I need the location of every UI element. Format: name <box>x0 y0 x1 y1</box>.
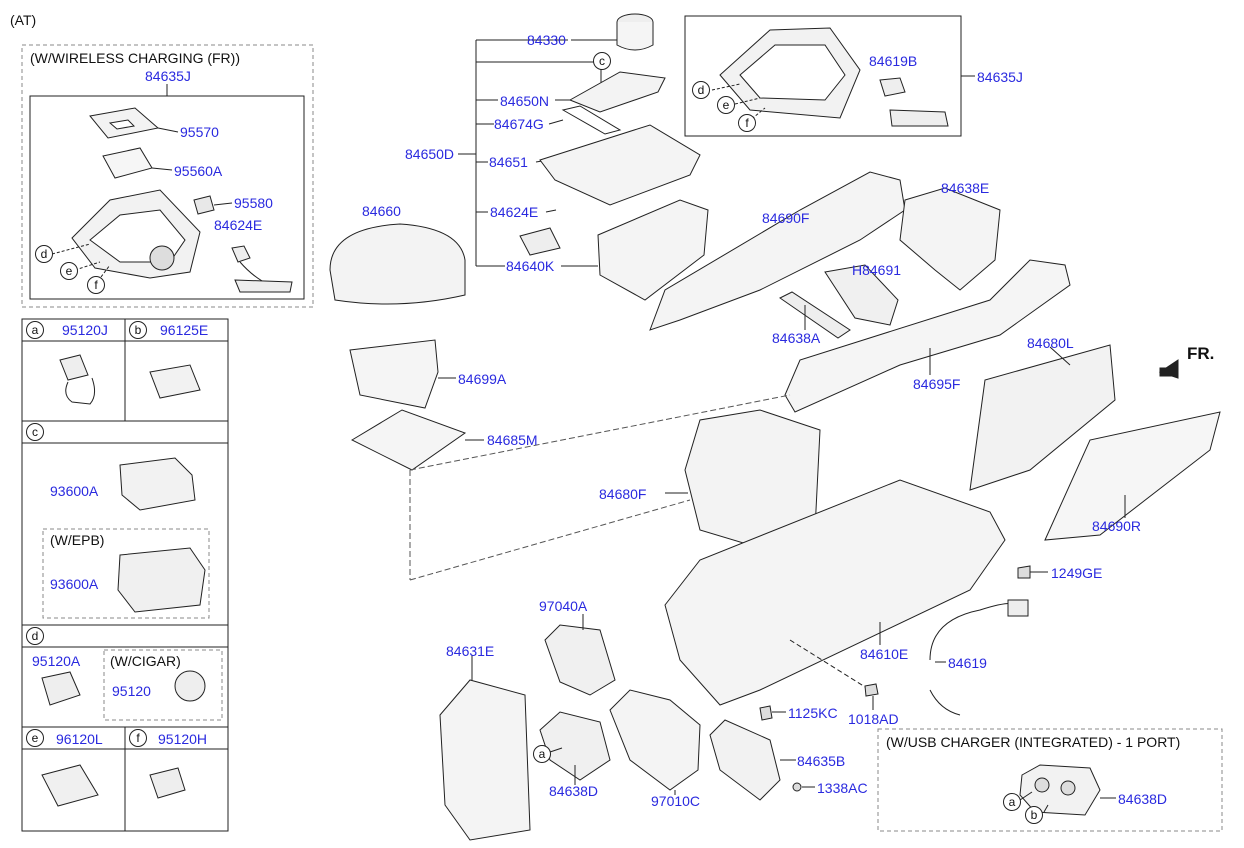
part-84619B[interactable]: 84619B <box>869 53 918 69</box>
part-84330[interactable]: 84330 <box>527 32 566 48</box>
legend-a-letter: a <box>26 321 44 339</box>
part-84690R[interactable]: 84690R <box>1092 518 1142 534</box>
front-direction-label: FR. <box>1187 344 1215 363</box>
legend-d-letter: d <box>26 627 44 645</box>
part-84638E[interactable]: 84638E <box>941 180 990 196</box>
callout-d-topright: d <box>692 81 710 99</box>
part-95560A[interactable]: 95560A <box>174 163 223 179</box>
part-84610E[interactable]: 84610E <box>860 646 909 662</box>
legend-c-letter: c <box>26 423 44 441</box>
part-84680F[interactable]: 84680F <box>599 486 647 502</box>
part-84635J[interactable]: 84635J <box>977 69 1023 85</box>
wireless-box-title: (W/WIRELESS CHARGING (FR)) <box>30 50 240 66</box>
callout-f-topright: f <box>738 114 756 132</box>
legend-f-part[interactable]: 95120H <box>158 731 208 747</box>
callout-f: f <box>87 276 105 294</box>
part-97010C[interactable]: 97010C <box>651 793 701 809</box>
part-84660[interactable]: 84660 <box>362 203 401 219</box>
part-84695F[interactable]: 84695F <box>913 376 961 392</box>
part-84690F[interactable]: 84690F <box>762 210 810 226</box>
part-84674G[interactable]: 84674G <box>494 116 544 132</box>
part-84619[interactable]: 84619 <box>948 655 987 671</box>
legend-f-letter: f <box>129 729 147 747</box>
legend-b-letter: b <box>129 321 147 339</box>
part-84640K[interactable]: 84640K <box>506 258 555 274</box>
usb-box-title: (W/USB CHARGER (INTEGRATED) - 1 PORT) <box>886 734 1181 750</box>
part-84699A[interactable]: 84699A <box>458 371 507 387</box>
legend-c-part[interactable]: 93600A <box>50 483 99 499</box>
callout-b-usb: b <box>1025 806 1043 824</box>
part-84635B[interactable]: 84635B <box>797 753 846 769</box>
part-84638A[interactable]: 84638A <box>772 330 821 346</box>
legend-a-part[interactable]: 95120J <box>62 322 108 338</box>
part-95580[interactable]: 95580 <box>234 195 273 211</box>
part-84624E-wireless[interactable]: 84624E <box>214 217 263 233</box>
legend-e-letter: e <box>26 729 44 747</box>
callout-a-bottom: a <box>533 745 551 763</box>
legend-e-part[interactable]: 96120L <box>56 731 103 747</box>
part-97040A[interactable]: 97040A <box>539 598 588 614</box>
legend-c-epb-part[interactable]: 93600A <box>50 576 99 592</box>
variant-label: (AT) <box>10 12 37 28</box>
part-84624E[interactable]: 84624E <box>490 204 539 220</box>
part-1338AC[interactable]: 1338AC <box>817 780 868 796</box>
part-H84691[interactable]: H84691 <box>852 262 902 278</box>
legend-d-part[interactable]: 95120A <box>32 653 81 669</box>
part-84635J-wireless[interactable]: 84635J <box>145 68 191 84</box>
callout-d: d <box>35 245 53 263</box>
legend-b-part[interactable]: 96125E <box>160 322 209 338</box>
part-1125KC[interactable]: 1125KC <box>788 705 838 721</box>
callout-a-usb: a <box>1003 793 1021 811</box>
part-1249GE[interactable]: 1249GE <box>1051 565 1103 581</box>
part-84638D[interactable]: 84638D <box>549 783 599 799</box>
part-84680L[interactable]: 84680L <box>1027 335 1074 351</box>
callout-e: e <box>60 262 78 280</box>
part-95570[interactable]: 95570 <box>180 124 219 140</box>
part-84638D-usb[interactable]: 84638D <box>1118 791 1168 807</box>
callout-e-topright: e <box>717 96 735 114</box>
part-84685M[interactable]: 84685M <box>487 432 538 448</box>
callout-c-top: c <box>593 52 611 70</box>
part-84631E[interactable]: 84631E <box>446 643 495 659</box>
part-84651[interactable]: 84651 <box>489 154 528 170</box>
legend-d-cigar-part[interactable]: 95120 <box>112 683 151 699</box>
part-84650N[interactable]: 84650N <box>500 93 550 109</box>
legend-d-cigar-title: (W/CIGAR) <box>110 653 181 669</box>
part-84650D[interactable]: 84650D <box>405 146 455 162</box>
part-1018AD[interactable]: 1018AD <box>848 711 899 727</box>
legend-c-epb-title: (W/EPB) <box>50 532 105 548</box>
